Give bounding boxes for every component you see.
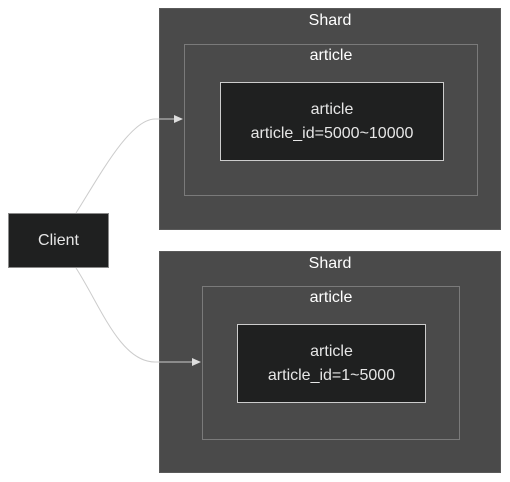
article-node-bottom: article article_id=1~5000 [237,324,426,403]
article-node-label: article [310,342,353,360]
article-node-range: article_id=1~5000 [267,366,396,384]
shard-title: Shard [308,255,352,272]
article-group-title: article [309,47,353,64]
shard-title: Shard [308,12,352,29]
article-group-bottom: article article article_id=1~5000 [202,286,460,440]
shard-bottom: Shard article article article_id=1~5000 [159,251,501,473]
article-node-top: article article_id=5000~10000 [220,82,444,161]
client-label: Client [38,231,79,249]
shard-top: Shard article article article_id=5000~10… [159,8,501,230]
article-node-label: article [310,100,354,118]
client-node: Client [8,213,109,268]
article-node-range: article_id=5000~10000 [250,124,414,142]
article-group-title: article [309,289,353,306]
article-group-top: article article article_id=5000~10000 [184,44,478,196]
